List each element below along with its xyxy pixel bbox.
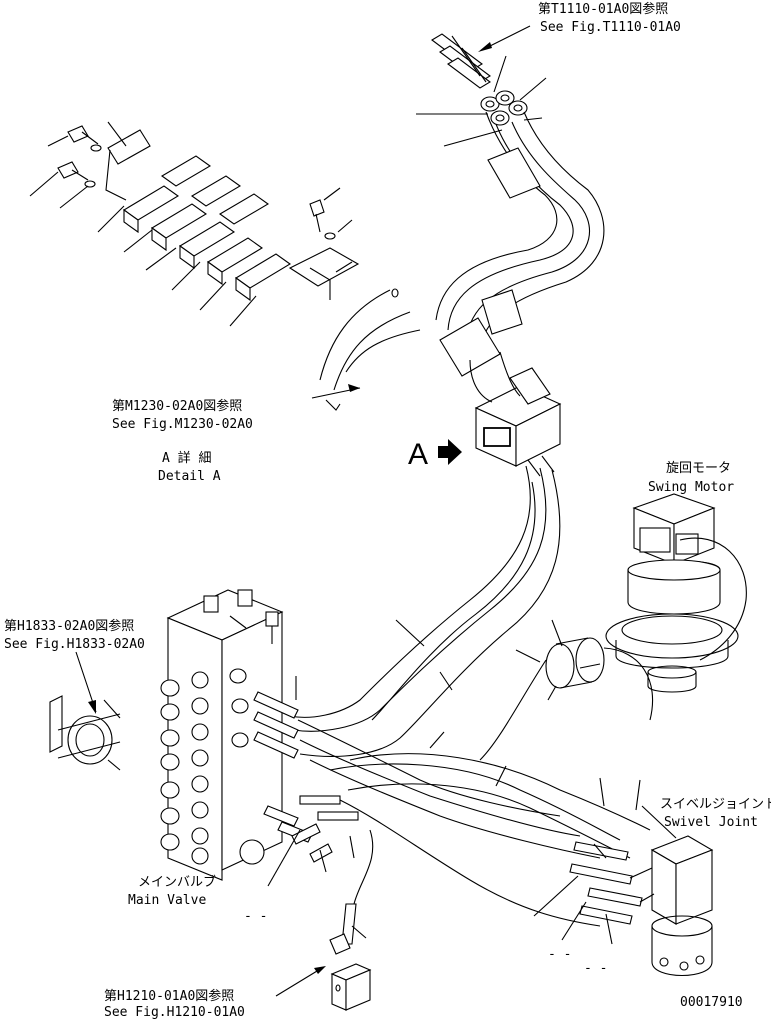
ref-t1110-jp: 第T1110-01A0図参照 — [538, 1, 668, 17]
swivel-joint-label-en: Swivel Joint — [664, 815, 758, 830]
dash-mark-b: - - — [548, 947, 571, 962]
swing-motor — [605, 493, 747, 693]
ref-m1230-en: See Fig.M1230-02A0 — [112, 417, 253, 432]
detail-a-title-en: Detail A — [158, 469, 221, 484]
main-valve — [160, 589, 651, 927]
detail-a-title-jp: A 詳 細 — [162, 450, 211, 466]
ref-h1210-jp: 第H1210-01A0図参照 — [104, 988, 234, 1004]
dash-mark-a: - - — [244, 909, 267, 924]
view-a-letter: A — [408, 438, 428, 471]
labels: 第T1110-01A0図参照 See Fig.T1110-01A0 第M1230… — [4, 1, 771, 1020]
swivel-fittings — [569, 841, 643, 925]
detail-a-block — [469, 351, 562, 467]
swivel-joint — [569, 835, 714, 977]
swivel-joint-label-jp: スイベルジョイント — [660, 797, 771, 812]
detail-a-assembly — [57, 125, 421, 411]
swing-motor-label-jp: 旋回モータ — [666, 461, 731, 476]
upper-fittings — [431, 33, 491, 89]
ref-h1833-jp: 第H1833-02A0図参照 — [4, 618, 134, 634]
leader-lines — [29, 25, 677, 997]
ref-m1230-jp: 第M1230-02A0図参照 — [112, 398, 242, 414]
valve-fittings — [253, 691, 359, 863]
main-valve-label-en: Main Valve — [128, 893, 206, 908]
ref-t1110-en: See Fig.T1110-01A0 — [540, 20, 681, 35]
hose-ends — [480, 90, 528, 126]
view-a-indicator: A — [408, 438, 462, 471]
swing-motor-label-en: Swing Motor — [648, 480, 734, 495]
connector-h1833 — [49, 695, 121, 771]
valve-spools — [160, 668, 265, 865]
main-valve-label-jp: メインバルブ — [138, 874, 216, 890]
ref-h1833-en: See Fig.H1833-02A0 — [4, 637, 145, 652]
upper-hose-bundle — [289, 33, 605, 757]
ref-h1210-en: See Fig.H1210-01A0 — [104, 1005, 245, 1019]
drawing-number: 00017910 — [680, 995, 743, 1010]
view-a-arrow-icon — [438, 439, 462, 465]
dash-mark-c: - - — [584, 961, 607, 976]
fitting-h1210 — [329, 903, 372, 1011]
flex-connector — [479, 637, 654, 761]
